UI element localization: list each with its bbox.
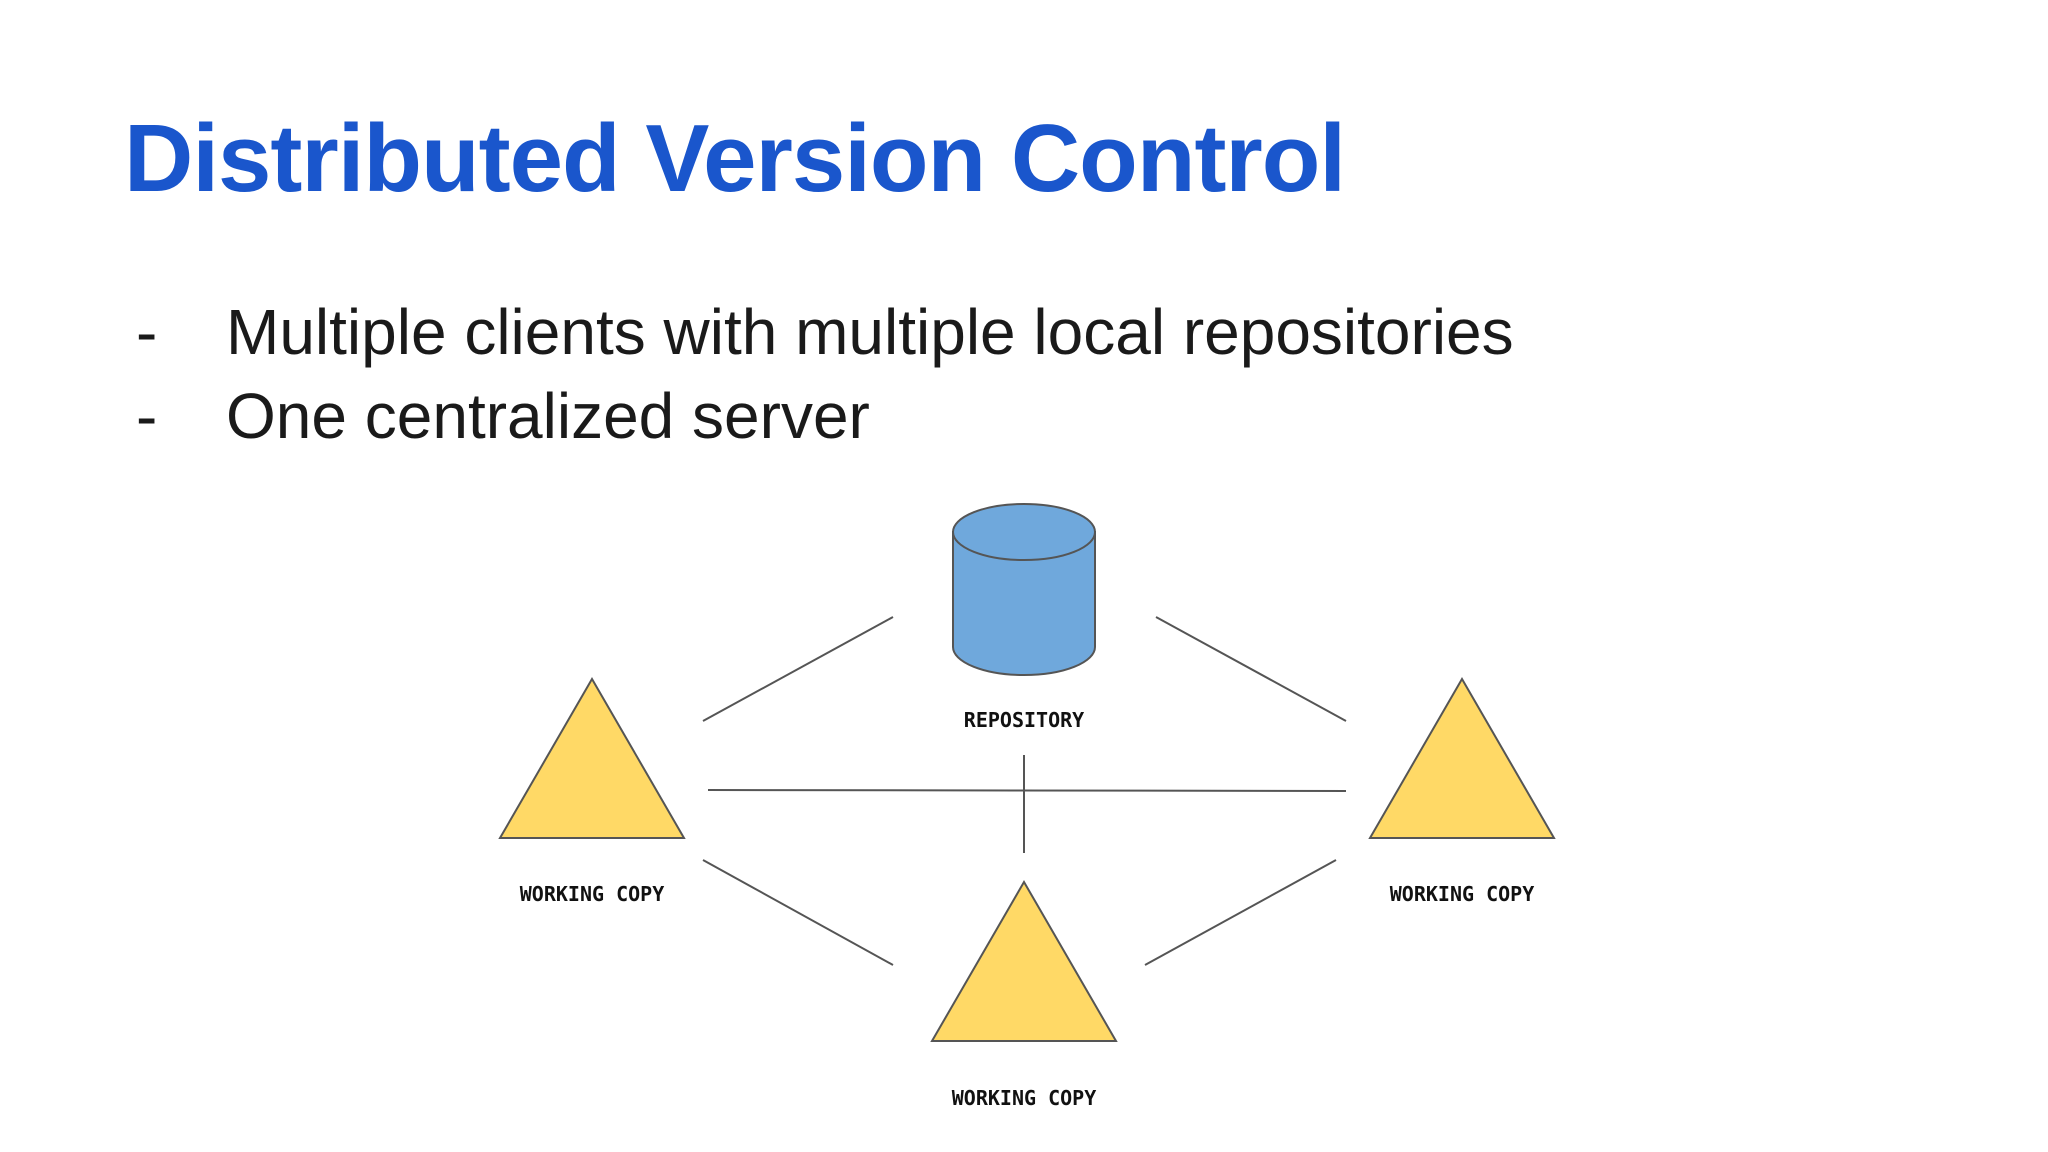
connection-line-left-bottom	[702, 859, 894, 966]
working-copy-label: WORKING COPY	[1390, 882, 1535, 906]
bullet-marker: -	[136, 380, 158, 452]
slide-title: Distributed Version Control	[124, 105, 1346, 212]
bullet-text: One centralized server	[226, 380, 870, 452]
connection-line-repository-right	[1155, 616, 1347, 722]
bullet-marker: -	[136, 296, 158, 368]
connection-line-repository-left	[702, 616, 894, 722]
working-copy-left-node: WORKING COPY	[498, 677, 686, 906]
working-copy-triangle-icon	[498, 677, 686, 839]
working-copy-label: WORKING COPY	[520, 882, 665, 906]
working-copy-right-node: WORKING COPY	[1368, 677, 1556, 906]
working-copy-triangle-icon	[1368, 677, 1556, 839]
working-copy-label: WORKING COPY	[952, 1086, 1097, 1110]
database-cylinder-icon	[952, 503, 1096, 676]
connection-line-right-bottom	[1144, 859, 1337, 966]
bullet-text: Multiple clients with multiple local rep…	[226, 296, 1514, 368]
working-copy-triangle-icon	[930, 880, 1118, 1042]
repository-node: REPOSITORY	[952, 503, 1096, 732]
repository-label: REPOSITORY	[964, 708, 1084, 732]
connection-line-left-right	[707, 789, 1347, 792]
connection-lines	[702, 616, 1347, 966]
working-copy-bottom-node: WORKING COPY	[930, 880, 1118, 1110]
